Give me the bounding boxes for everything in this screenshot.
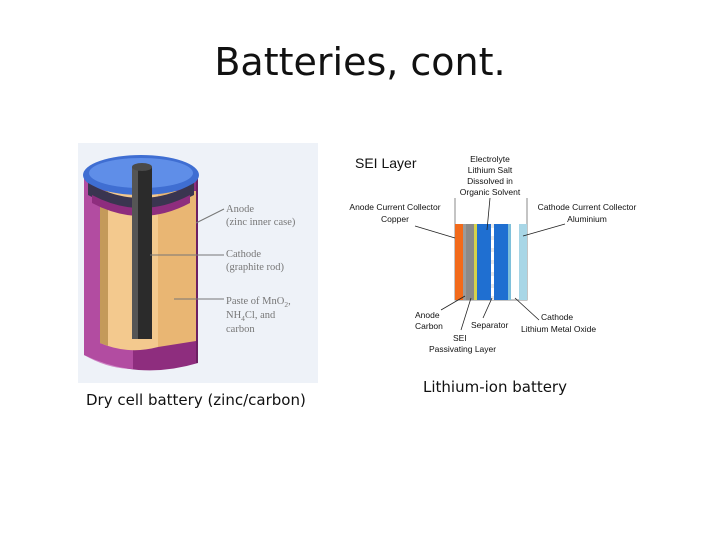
electrolyte-sub2: Dissolved in (467, 176, 513, 186)
anode-sublabel: (zinc inner case) (226, 217, 296, 228)
electrolyte-sub3: Organic Solvent (460, 187, 521, 197)
slide-title: Batteries, cont. (214, 40, 506, 84)
cathode-collector-material: Aluminium (567, 214, 607, 224)
cathode-oxide (508, 224, 511, 300)
anode-collector-material: Copper (381, 214, 409, 224)
cathode-label: Cathode (226, 249, 261, 260)
paste-label-line1: Paste of MnO2, (226, 296, 291, 309)
li-ion-diagram: SEI Layer Electrolyte Lithium Salt Disso… (349, 154, 637, 354)
sei-layer-title: SEI Layer (355, 155, 417, 171)
anode-label-li: Anode (415, 310, 440, 320)
electrolyte-sub1: Lithium Salt (468, 165, 513, 175)
separator-label: Separator (471, 320, 508, 330)
cathode-label-li: Cathode (541, 312, 573, 322)
li-ion-caption: Lithium-ion battery (423, 378, 567, 396)
separator (491, 224, 494, 300)
dry-cell-caption: Dry cell battery (zinc/carbon) (86, 391, 306, 409)
paste-label-line2: NH4Cl, and (226, 310, 276, 323)
cathode-material-li: Lithium Metal Oxide (521, 324, 596, 334)
sei-label: SEI (453, 333, 467, 343)
electrolyte-region (477, 224, 491, 300)
cathode-collector-label: Cathode Current Collector (538, 202, 637, 212)
aluminium-collector (519, 224, 527, 300)
copper-collector (455, 224, 463, 300)
anode-material-li: Carbon (415, 321, 443, 331)
electrolyte-label: Electrolyte (470, 154, 510, 164)
paste-label-line3: carbon (226, 324, 255, 335)
sei-layer (463, 224, 466, 300)
anode-carbon (466, 224, 474, 300)
sei-sublabel: Passivating Layer (429, 344, 496, 354)
dry-cell-diagram: Anode (zinc inner case) Cathode (graphit… (78, 143, 318, 383)
cathode-sublabel: (graphite rod) (226, 262, 285, 273)
anode-collector-label: Anode Current Collector (349, 202, 440, 212)
anode-label: Anode (226, 204, 254, 215)
